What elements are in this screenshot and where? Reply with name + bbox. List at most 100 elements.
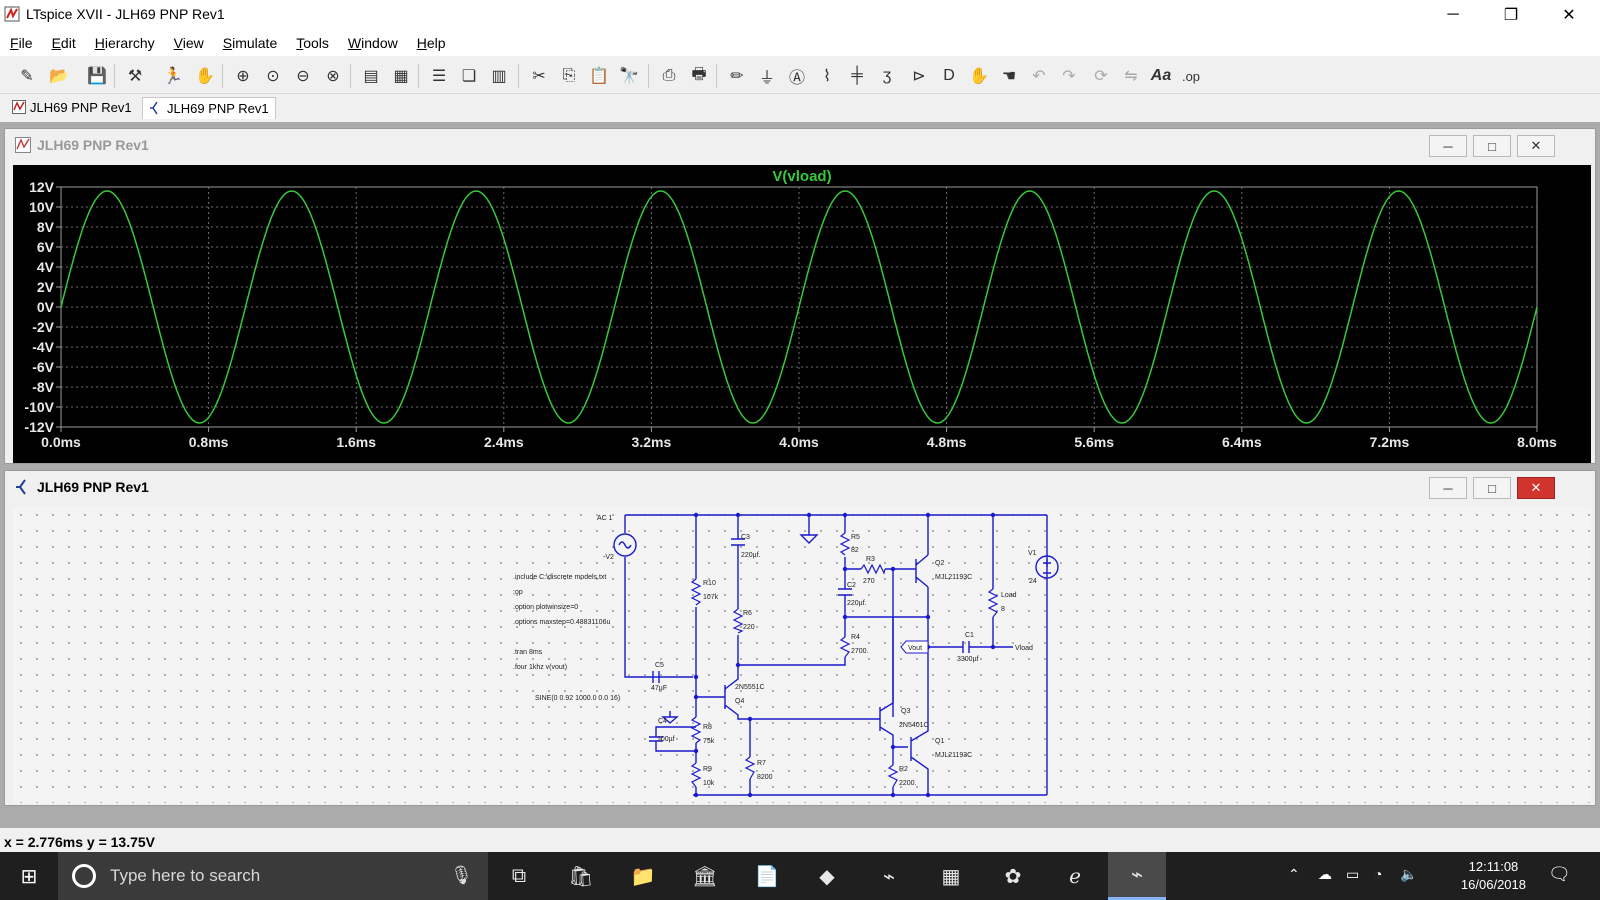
run-icon[interactable]: 🏃 <box>163 68 183 85</box>
onedrive-icon[interactable]: ☁ <box>1318 866 1332 882</box>
schematic-minimize-button[interactable]: ─ <box>1429 477 1467 499</box>
print-setup-icon[interactable]: 🖶 <box>691 65 707 83</box>
directive-op[interactable]: ;op <box>513 589 523 596</box>
rotate-icon[interactable]: ⟳ <box>1094 68 1108 85</box>
notifications-icon[interactable]: 🗨 <box>1548 864 1571 884</box>
find-icon[interactable]: 🔭 <box>619 68 639 85</box>
ltspice-taskbar-icon[interactable]: ⌁ <box>882 865 896 888</box>
control-panel-icon[interactable]: ⚒ <box>127 68 143 85</box>
capacitor-icon[interactable]: ╪ <box>851 67 863 84</box>
label-c2-val: 220µf. <box>847 600 867 607</box>
draw-wire-icon[interactable]: ✏ <box>730 68 744 85</box>
microphone-icon[interactable]: 🎙 <box>450 865 473 885</box>
schematic-close-button[interactable]: ✕ <box>1517 477 1555 499</box>
inductor-icon[interactable]: ʒ <box>882 67 892 84</box>
x-tick-label: 7.2ms <box>1370 434 1410 450</box>
tile-vertical-icon[interactable]: ▥ <box>491 68 507 85</box>
close-button[interactable]: ✕ <box>1562 7 1576 24</box>
resistor-icon[interactable]: ⌇ <box>823 68 831 85</box>
document-tabs: JLH69 PNP Rev1 JLH69 PNP Rev1 <box>0 96 1600 120</box>
waveform-window-titlebar: JLH69 PNP Rev1 ─ □ ✕ <box>5 129 1595 161</box>
save-icon[interactable]: 💾 <box>87 68 107 85</box>
menu-help[interactable]: Help <box>417 35 446 51</box>
edge-icon[interactable]: ℯ <box>1069 865 1081 888</box>
directive-tran[interactable]: .tran 8ms <box>513 649 543 656</box>
directive-four[interactable]: .four 1khz v(vout) <box>513 664 567 671</box>
text-icon[interactable]: Aa <box>1150 67 1172 84</box>
spice-directive-icon[interactable]: .op <box>1181 68 1201 84</box>
label-r9: R9 <box>703 766 712 773</box>
mirror-icon[interactable]: ⇋ <box>1124 68 1138 85</box>
drag-icon[interactable]: ☚ <box>1001 68 1017 85</box>
menu-edit[interactable]: Edit <box>52 35 76 51</box>
menu-tools[interactable]: Tools <box>296 35 329 51</box>
tab-schematic[interactable]: JLH69 PNP Rev1 <box>142 97 276 119</box>
zoom-out-icon[interactable]: ⊖ <box>296 68 310 85</box>
component-icon[interactable]: D <box>943 67 955 84</box>
label-vout[interactable]: Vout <box>908 645 922 652</box>
chevron-up-icon[interactable]: ⌃ <box>1288 866 1300 882</box>
new-schematic-icon[interactable]: ✎ <box>20 68 34 85</box>
store-icon[interactable]: 🛍 <box>568 865 594 888</box>
calculator-icon[interactable]: ▦ <box>941 865 961 888</box>
redo-icon[interactable]: ↷ <box>1062 68 1076 85</box>
library-icon[interactable]: 🏛 <box>692 865 718 888</box>
cut-icon[interactable]: ✂ <box>532 68 546 85</box>
label-net-icon[interactable]: Ⓐ <box>788 70 805 87</box>
waveform-minimize-button[interactable]: ─ <box>1429 135 1467 157</box>
task-view-icon[interactable]: ⧉ <box>511 864 527 887</box>
grid-icon[interactable]: ▦ <box>393 68 409 85</box>
minimize-button[interactable]: ─ <box>1447 6 1459 23</box>
copy-icon[interactable]: ⎘ <box>562 67 576 84</box>
schematic-maximize-button[interactable]: □ <box>1473 477 1511 499</box>
maximize-button[interactable]: ❐ <box>1503 7 1519 24</box>
tile-horizontal-icon[interactable]: ☰ <box>431 68 447 85</box>
directive-include[interactable]: .include C:\discrete models.txt <box>513 574 606 581</box>
menu-file[interactable]: File <box>10 35 33 51</box>
ground-icon[interactable]: ⏚ <box>758 70 775 87</box>
directive-plotwinsize[interactable]: .option plotwinsize=0 <box>513 604 578 611</box>
print-icon[interactable]: ⎙ <box>662 67 676 84</box>
move-icon[interactable]: ✋ <box>969 68 989 85</box>
paste-icon[interactable]: 📋 <box>589 68 609 85</box>
volume-icon[interactable]: 🔈 <box>1400 866 1418 882</box>
menu-simulate[interactable]: Simulate <box>223 35 277 51</box>
zoom-in-icon[interactable]: ⊕ <box>236 68 250 85</box>
diode-icon[interactable]: ⊳ <box>912 68 926 85</box>
autoscale-icon[interactable]: ▤ <box>363 68 379 85</box>
label-c5-val: 47µF <box>651 685 667 692</box>
label-vload[interactable]: Vload <box>1015 645 1033 652</box>
tab-waveform[interactable]: JLH69 PNP Rev1 <box>6 97 138 119</box>
open-icon[interactable]: 📂 <box>49 68 69 85</box>
ltspice-active-icon[interactable]: ⌁ <box>1108 852 1166 900</box>
file-explorer-icon[interactable]: 📁 <box>630 865 656 888</box>
source-value[interactable]: SINE(0 0.92 1000.0 0.0 16) <box>535 695 620 702</box>
x-tick-label: 4.0ms <box>779 434 819 450</box>
cascade-icon[interactable]: ❏ <box>461 68 477 85</box>
directive-maxstep[interactable]: .options maxstep=0.48831106u <box>513 619 610 626</box>
y-tick-label: 12V <box>29 179 55 195</box>
menu-window[interactable]: Window <box>348 35 398 51</box>
menu-hierarchy[interactable]: Hierarchy <box>95 35 155 51</box>
schematic-canvas[interactable]: .include C:\discrete models.txt ;op .opt… <box>13 507 1591 803</box>
zoom-full-icon[interactable]: ⊙ <box>266 68 280 85</box>
label-c4: C4 <box>658 718 667 725</box>
app-icon-globe[interactable]: ✿ <box>1004 865 1022 888</box>
app-icon-blue[interactable]: ◆ <box>819 865 835 888</box>
document-icon[interactable]: 📄 <box>754 865 780 888</box>
undo-icon[interactable]: ↶ <box>1032 68 1046 85</box>
zoom-cancel-icon[interactable]: ⊗ <box>326 68 340 85</box>
taskbar-search[interactable]: Type here to search 🎙 <box>58 852 488 900</box>
label-r2: R2 <box>899 766 908 773</box>
menu-view[interactable]: View <box>174 35 204 51</box>
menu-help-label: elp <box>426 35 446 51</box>
trace-label[interactable]: V(vload) <box>772 168 831 185</box>
battery-icon[interactable]: ▭ <box>1346 866 1360 882</box>
taskbar-clock[interactable]: 12:11:08 16/06/2018 <box>1461 858 1526 894</box>
waveform-maximize-button[interactable]: □ <box>1473 135 1511 157</box>
wifi-icon[interactable]: ◔ <box>1374 866 1383 882</box>
halt-icon[interactable]: ✋ <box>195 68 215 85</box>
start-button[interactable]: ⊞ <box>20 865 38 888</box>
waveform-close-button[interactable]: ✕ <box>1517 135 1555 157</box>
